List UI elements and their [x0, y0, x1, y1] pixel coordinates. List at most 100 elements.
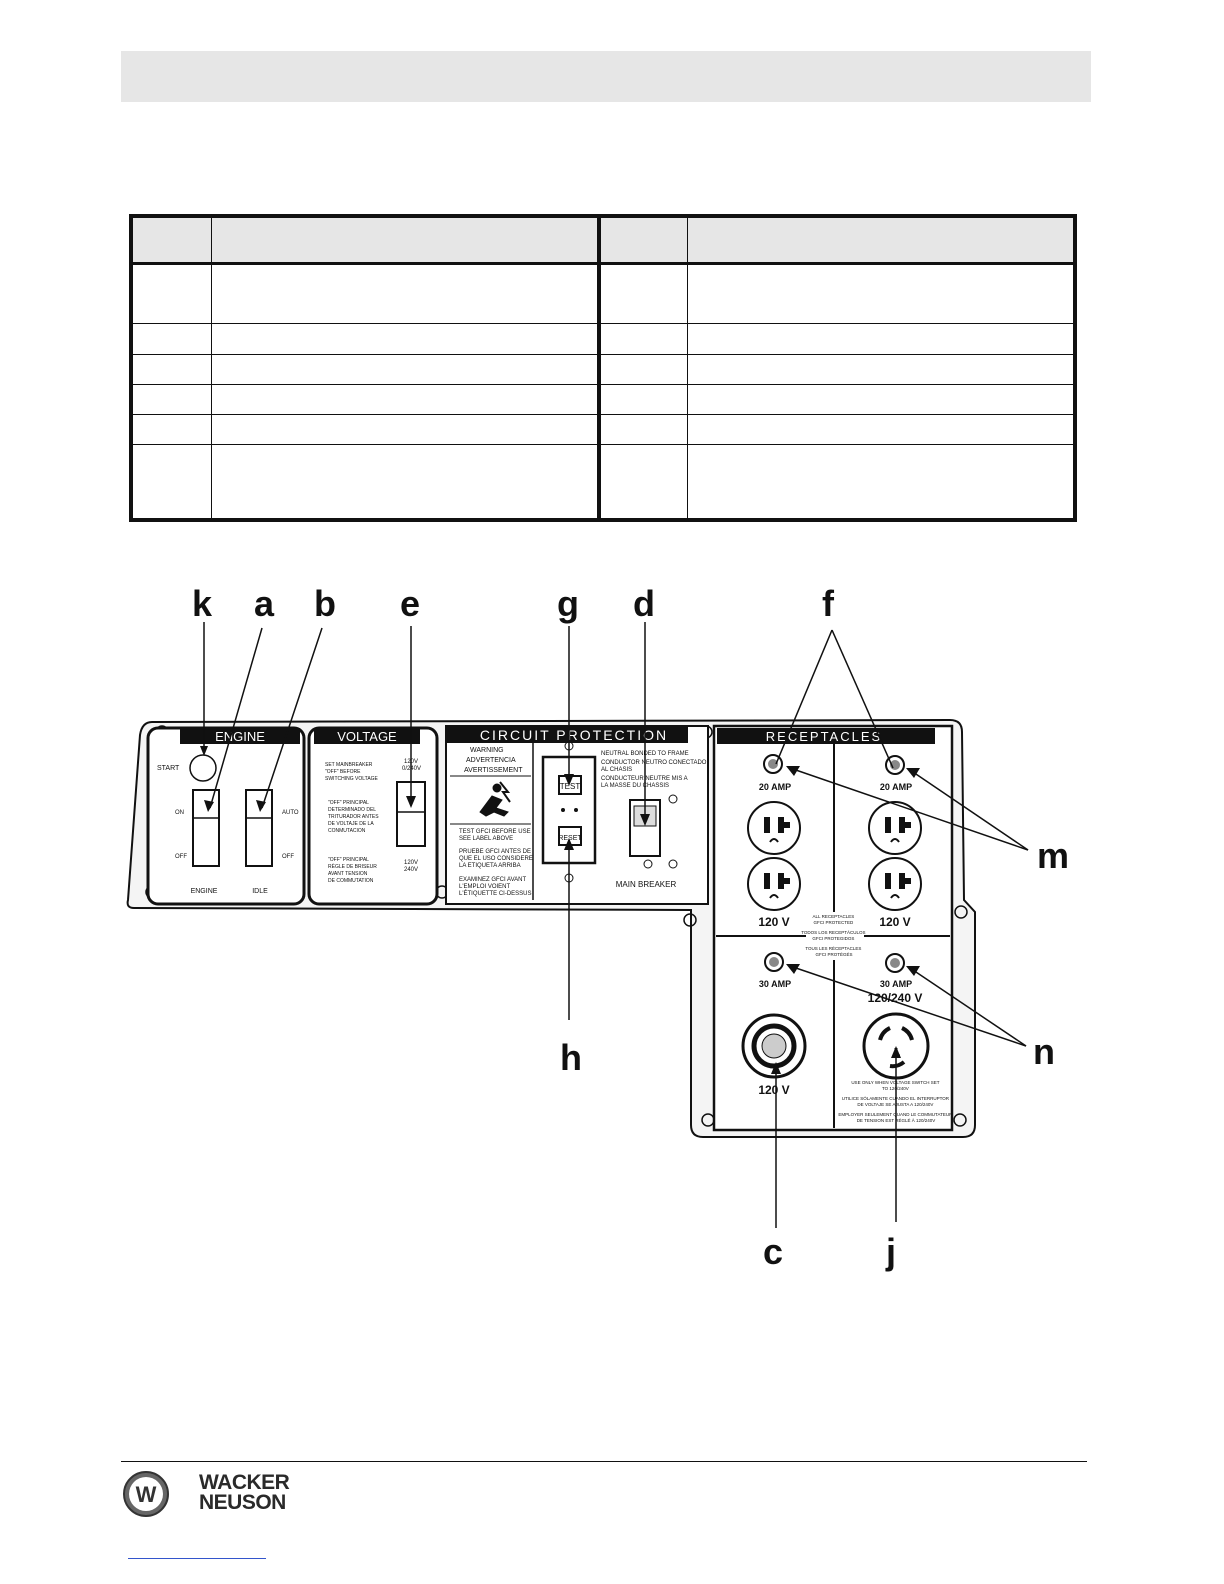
desc-cell — [687, 444, 1076, 521]
amp-20-left-label: 20 AMP — [759, 782, 791, 792]
amp-30-right-label: 30 AMP — [880, 979, 912, 989]
ref-cell — [598, 383, 688, 415]
brand-line-1: WACKER — [199, 1471, 290, 1494]
header-ref-cell — [598, 215, 688, 265]
desc-cell — [211, 383, 601, 415]
callout-m: m — [1037, 835, 1069, 876]
gfci-test-note: TEST GFCI BEFORE USE SEE LABEL ABOVE — [459, 829, 532, 842]
screw — [668, 794, 678, 804]
indicator-dot — [574, 808, 578, 812]
header-desc-cell — [211, 215, 601, 265]
outlet-20a-left-bottom[interactable] — [747, 857, 801, 911]
callout-e: e — [400, 583, 420, 624]
engine-rocker-switch[interactable] — [192, 789, 220, 867]
ref-cell — [130, 444, 212, 521]
off-label: OFF — [175, 854, 187, 860]
desc-cell — [211, 323, 601, 355]
ref-cell — [598, 323, 688, 355]
start-label: START — [157, 765, 180, 772]
header-ref-cell — [130, 215, 212, 265]
ref-cell — [130, 383, 212, 415]
callout-j: j — [885, 1231, 896, 1272]
link-underline — [128, 1558, 266, 1559]
volt-120-right-label: 120 V — [879, 915, 910, 929]
callout-h: h — [560, 1037, 582, 1078]
ref-cell — [130, 323, 212, 355]
brand-wordmark: WACKER NEUSON — [199, 1471, 290, 1514]
footer-rule — [121, 1461, 1087, 1462]
breaker-center — [768, 759, 778, 769]
outlet-20a-right-bottom[interactable] — [868, 857, 922, 911]
amp-20-right-label: 20 AMP — [880, 782, 912, 792]
electric-shock-icon — [479, 781, 511, 817]
header-desc-cell — [687, 215, 1076, 265]
table-row — [130, 323, 1076, 355]
desc-cell — [687, 413, 1076, 446]
table-row — [130, 383, 1076, 415]
receptacles-title: RECEPTACLES — [766, 729, 882, 744]
main-breaker-label: MAIN BREAKER — [616, 880, 677, 889]
desc-cell — [687, 323, 1076, 355]
on-label: ON — [175, 810, 184, 816]
leader-arrowheads — [200, 746, 920, 1074]
table-row — [130, 444, 1076, 521]
warning-label: WARNING — [470, 747, 504, 754]
gfci-fr-note: EXAMINEZ GFCI AVANT L'EMPLOI VOIENT L'ÉT… — [459, 877, 532, 897]
table-row — [130, 413, 1076, 446]
gfci-protected-note: ALL RECEPTACLES GFCI PROTECTED TODOS LOS… — [801, 914, 866, 957]
ref-cell — [130, 353, 212, 385]
desc-cell — [687, 383, 1076, 415]
amp-30-left-label: 30 AMP — [759, 979, 791, 989]
gfci-note-bg — [806, 912, 864, 960]
section-header-bar — [121, 51, 1091, 102]
desc-cell — [211, 413, 601, 446]
engine-title: ENGINE — [215, 729, 265, 744]
desc-cell — [211, 353, 601, 385]
volt-120-240-label: 120/240 V — [868, 991, 923, 1005]
start-button[interactable] — [189, 754, 217, 782]
desc-cell — [211, 444, 601, 521]
desc-cell — [687, 262, 1076, 325]
callout-d: d — [633, 583, 655, 624]
ref-cell — [130, 262, 212, 325]
voltage-note-en: SET MAINBREAKER "OFF" BEFORE SWITCHING V… — [325, 762, 379, 782]
callout-f: f — [822, 583, 835, 624]
reference-table — [129, 214, 1077, 522]
callout-k: k — [192, 583, 213, 624]
callout-n: n — [1033, 1031, 1055, 1072]
breaker-center — [769, 957, 779, 967]
ref-cell — [598, 413, 688, 446]
indicator-dot — [561, 808, 565, 812]
callout-b: b — [314, 583, 336, 624]
ref-cell — [598, 353, 688, 385]
outlet-20a-left-top[interactable] — [747, 801, 801, 855]
engine-switch-label: ENGINE — [191, 888, 218, 895]
screw — [643, 859, 653, 869]
callout-g: g — [557, 583, 579, 624]
circuit-title-bar — [446, 726, 688, 743]
table-row — [130, 353, 1076, 385]
idle-off-label: OFF — [282, 854, 294, 860]
brand-line-2: NEUSON — [199, 1491, 286, 1514]
volt-120-left-label: 120 V — [758, 915, 789, 929]
outlet-20a-right-top[interactable] — [868, 801, 922, 855]
voltage-title: VOLTAGE — [337, 729, 397, 744]
screw — [668, 859, 678, 869]
voltage-240-bottom: 240V — [404, 867, 418, 873]
circuit-title: CIRCUIT PROTECTION — [480, 727, 668, 743]
table-row — [130, 262, 1076, 325]
ref-cell — [598, 444, 688, 521]
avertissement-label: AVERTISSEMENT — [464, 767, 523, 774]
ref-cell — [598, 262, 688, 325]
wacker-neuson-logo-icon: W — [123, 1471, 169, 1517]
leader-lines — [203, 622, 1029, 1228]
outlet-30a-120v[interactable] — [741, 1013, 807, 1079]
desc-cell — [211, 262, 601, 325]
desc-cell — [687, 353, 1076, 385]
gfci-es-note: PRUEBE GFCI ANTES DE QUE EL USO CONSIDER… — [459, 849, 534, 869]
voltage-120-bottom: 120V — [404, 860, 418, 866]
engine-title-bar — [180, 728, 300, 744]
voltage-title-bar — [314, 728, 420, 744]
table-header-row — [130, 215, 1076, 265]
auto-label: AUTO — [282, 810, 299, 816]
